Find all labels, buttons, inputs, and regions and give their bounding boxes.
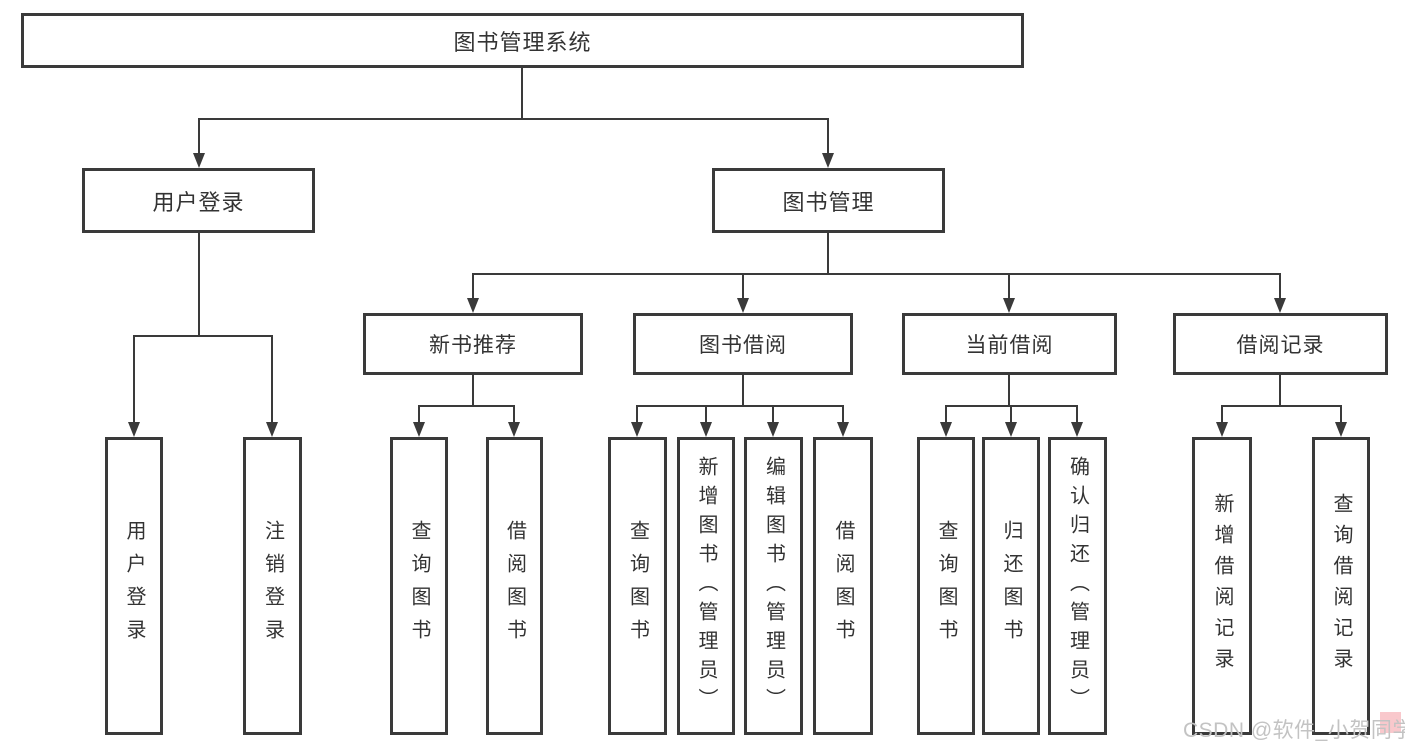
node-new-book-rec: 新书推荐 [363, 313, 583, 375]
leaf-borrow-book-b-label: 借阅图书 [832, 520, 854, 652]
connector-book-borrow-bar [636, 405, 844, 407]
connector-to-leaf-edit-book [772, 405, 774, 423]
arrowhead-leaf-borrow-b [837, 422, 849, 437]
arrowhead-leaf-add-book [700, 422, 712, 437]
leaf-query-borrow-record: 查询借阅记录 [1312, 437, 1370, 735]
connector-to-leaf-borrow-a [513, 405, 515, 423]
leaf-edit-book-label: 编辑图书（管理员） [762, 455, 785, 717]
node-borrow-record: 借阅记录 [1173, 313, 1388, 375]
arrowhead-new-book-rec [467, 298, 479, 313]
leaf-logout-label: 注销登录 [261, 520, 284, 652]
node-root: 图书管理系统 [21, 13, 1024, 68]
arrowhead-leaf-user-login [128, 422, 140, 437]
connector-to-book-borrow [742, 273, 744, 300]
node-book-borrow-label: 图书借阅 [699, 334, 787, 357]
leaf-query-borrow-record-label: 查询借阅记录 [1330, 493, 1352, 679]
connector-new-book-rec-stem [472, 375, 474, 407]
leaf-query-book-a: 查询图书 [390, 437, 448, 735]
connector-to-leaf-query-b [636, 405, 638, 423]
arrowhead-leaf-add-record [1216, 422, 1228, 437]
connector-to-leaf-add-book [705, 405, 707, 423]
node-current-borrow-label: 当前借阅 [965, 334, 1054, 357]
leaf-add-book: 新增图书（管理员） [677, 437, 735, 735]
node-book-mgmt-label: 图书管理 [782, 189, 875, 215]
leaf-confirm-return-label: 确认归还（管理员） [1066, 455, 1089, 717]
leaf-query-book-c-label: 查询图书 [935, 520, 957, 652]
connector-user-login-stem [198, 233, 200, 337]
connector-book-borrow-stem [742, 375, 744, 407]
leaf-user-login: 用户登录 [105, 437, 163, 735]
node-new-book-rec-label: 新书推荐 [429, 334, 517, 357]
node-current-borrow: 当前借阅 [902, 313, 1117, 375]
leaf-add-borrow-record: 新增借阅记录 [1192, 437, 1252, 735]
connector-to-leaf-return [1010, 405, 1012, 423]
leaf-logout: 注销登录 [243, 437, 302, 735]
connector-to-leaf-logout [271, 335, 273, 423]
connector-to-leaf-add-record [1221, 405, 1223, 423]
connector-to-leaf-confirm-return [1076, 405, 1078, 423]
leaf-user-login-label: 用户登录 [123, 520, 145, 652]
leaf-edit-book: 编辑图书（管理员） [744, 437, 803, 735]
node-user-login-label: 用户登录 [152, 189, 245, 215]
leaf-query-book-b: 查询图书 [608, 437, 667, 735]
arrowhead-user-login [193, 153, 205, 168]
leaf-add-book-label: 新增图书（管理员） [695, 455, 717, 717]
leaf-query-book-b-label: 查询图书 [626, 520, 649, 652]
connector-borrow-record-bar [1221, 405, 1341, 407]
arrowhead-leaf-return [1005, 422, 1017, 437]
connector-root-to-book-mgmt [827, 118, 829, 155]
connector-user-login-bar [133, 335, 273, 337]
leaf-borrow-book-b: 借阅图书 [813, 437, 873, 735]
node-borrow-record-label: 借阅记录 [1236, 334, 1325, 357]
arrowhead-leaf-confirm-return [1071, 422, 1083, 437]
arrowhead-book-mgmt [822, 153, 834, 168]
leaf-borrow-book-a: 借阅图书 [486, 437, 543, 735]
connector-to-borrow-record [1279, 273, 1281, 300]
connector-to-leaf-user-login [133, 335, 135, 423]
arrowhead-leaf-borrow-a [508, 422, 520, 437]
node-book-mgmt: 图书管理 [712, 168, 945, 233]
leaf-confirm-return: 确认归还（管理员） [1048, 437, 1107, 735]
leaf-return-book: 归还图书 [982, 437, 1040, 735]
arrowhead-borrow-record [1274, 298, 1286, 313]
connector-new-book-rec-bar [418, 405, 515, 407]
connector-borrow-record-stem [1279, 375, 1281, 407]
leaf-return-book-label: 归还图书 [1000, 520, 1022, 652]
connector-to-current-borrow [1008, 273, 1010, 300]
node-book-borrow: 图书借阅 [633, 313, 853, 375]
connector-book-mgmt-bar [472, 273, 1280, 275]
connector-to-leaf-query-c [945, 405, 947, 423]
connector-root-to-user-login [198, 118, 200, 155]
connector-book-mgmt-stem [827, 233, 829, 275]
arrowhead-leaf-query-a [413, 422, 425, 437]
connector-to-new-book-rec [472, 273, 474, 300]
leaf-query-book-c: 查询图书 [917, 437, 975, 735]
connector-to-leaf-query-a [418, 405, 420, 423]
watermark-text: CSDN @软件_小贺同学 [1183, 719, 1405, 742]
arrowhead-leaf-edit-book [767, 422, 779, 437]
arrowhead-leaf-logout [266, 422, 278, 437]
node-user-login: 用户登录 [82, 168, 315, 233]
arrowhead-leaf-query-b [631, 422, 643, 437]
arrowhead-leaf-query-c [940, 422, 952, 437]
arrowhead-book-borrow [737, 298, 749, 313]
arrowhead-leaf-query-record [1335, 422, 1347, 437]
leaf-add-borrow-record-label: 新增借阅记录 [1211, 493, 1233, 679]
arrowhead-current-borrow [1003, 298, 1015, 313]
node-root-label: 图书管理系统 [453, 29, 592, 55]
connector-current-borrow-stem [1008, 375, 1010, 407]
connector-to-leaf-query-record [1340, 405, 1342, 423]
connector-to-leaf-borrow-b [842, 405, 844, 423]
leaf-borrow-book-a-label: 借阅图书 [503, 520, 526, 652]
connector-root-bar [198, 118, 829, 120]
leaf-query-book-a-label: 查询图书 [408, 520, 430, 652]
watermark-accent-block [1380, 712, 1401, 733]
connector-root-stem [521, 68, 523, 120]
